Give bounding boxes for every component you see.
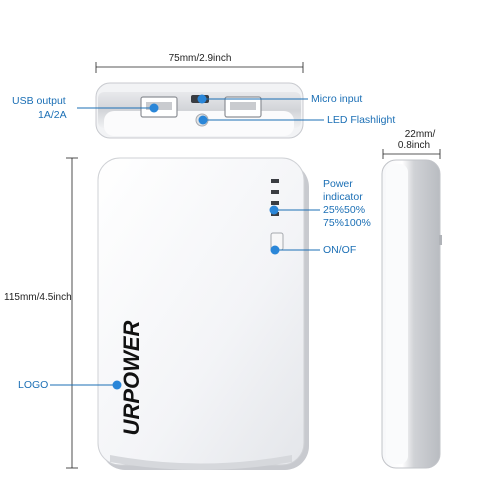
power-indicator-label-line3: 25%50% xyxy=(323,204,366,216)
dot-micro-input xyxy=(197,94,207,104)
power-indicator-label-line1: Power xyxy=(323,178,353,190)
power-indicator-label-line2: indicator xyxy=(323,191,363,203)
side-view xyxy=(381,149,442,469)
usb-port-right-inner xyxy=(230,102,256,110)
front-view: URPOWER xyxy=(66,157,309,470)
side-view-button xyxy=(439,235,442,245)
callout-leaders xyxy=(50,98,324,386)
dot-usb-output xyxy=(149,103,159,113)
top-view xyxy=(95,62,304,139)
led-flashlight-label: LED Flashlight xyxy=(327,114,396,126)
power-indicator-label-line4: 75%100% xyxy=(323,217,371,229)
usb-output-label-line1: USB output xyxy=(12,95,66,107)
depth-dimension-label-line1: 22mm/ xyxy=(404,129,436,140)
indicator-led-1 xyxy=(271,179,279,183)
micro-input-label: Micro input xyxy=(311,93,363,105)
dot-on-off xyxy=(270,245,280,255)
depth-dimension-label-line2: 0.8inch xyxy=(397,140,431,151)
dot-power-indicator xyxy=(269,205,279,215)
usb-port-left-inner xyxy=(146,102,172,110)
width-dimension-label: 75mm/2.9inch xyxy=(168,53,232,64)
height-dimension-label: 115mm/4.5inch xyxy=(4,292,72,303)
logo-label: LOGO xyxy=(18,379,49,391)
dot-led-flashlight xyxy=(198,115,208,125)
front-view-bottom-lip xyxy=(110,455,292,470)
callout-dots xyxy=(112,94,280,390)
brand-logo: URPOWER xyxy=(119,320,144,435)
indicator-led-3 xyxy=(271,201,279,205)
usb-output-label-line2: 1A/2A xyxy=(38,109,67,121)
indicator-led-2 xyxy=(271,190,279,194)
brand-logo-text: URPOWER xyxy=(119,320,144,435)
dot-logo xyxy=(112,380,122,390)
on-off-label: ON/OF xyxy=(323,244,357,256)
side-view-white-panel xyxy=(386,164,408,464)
